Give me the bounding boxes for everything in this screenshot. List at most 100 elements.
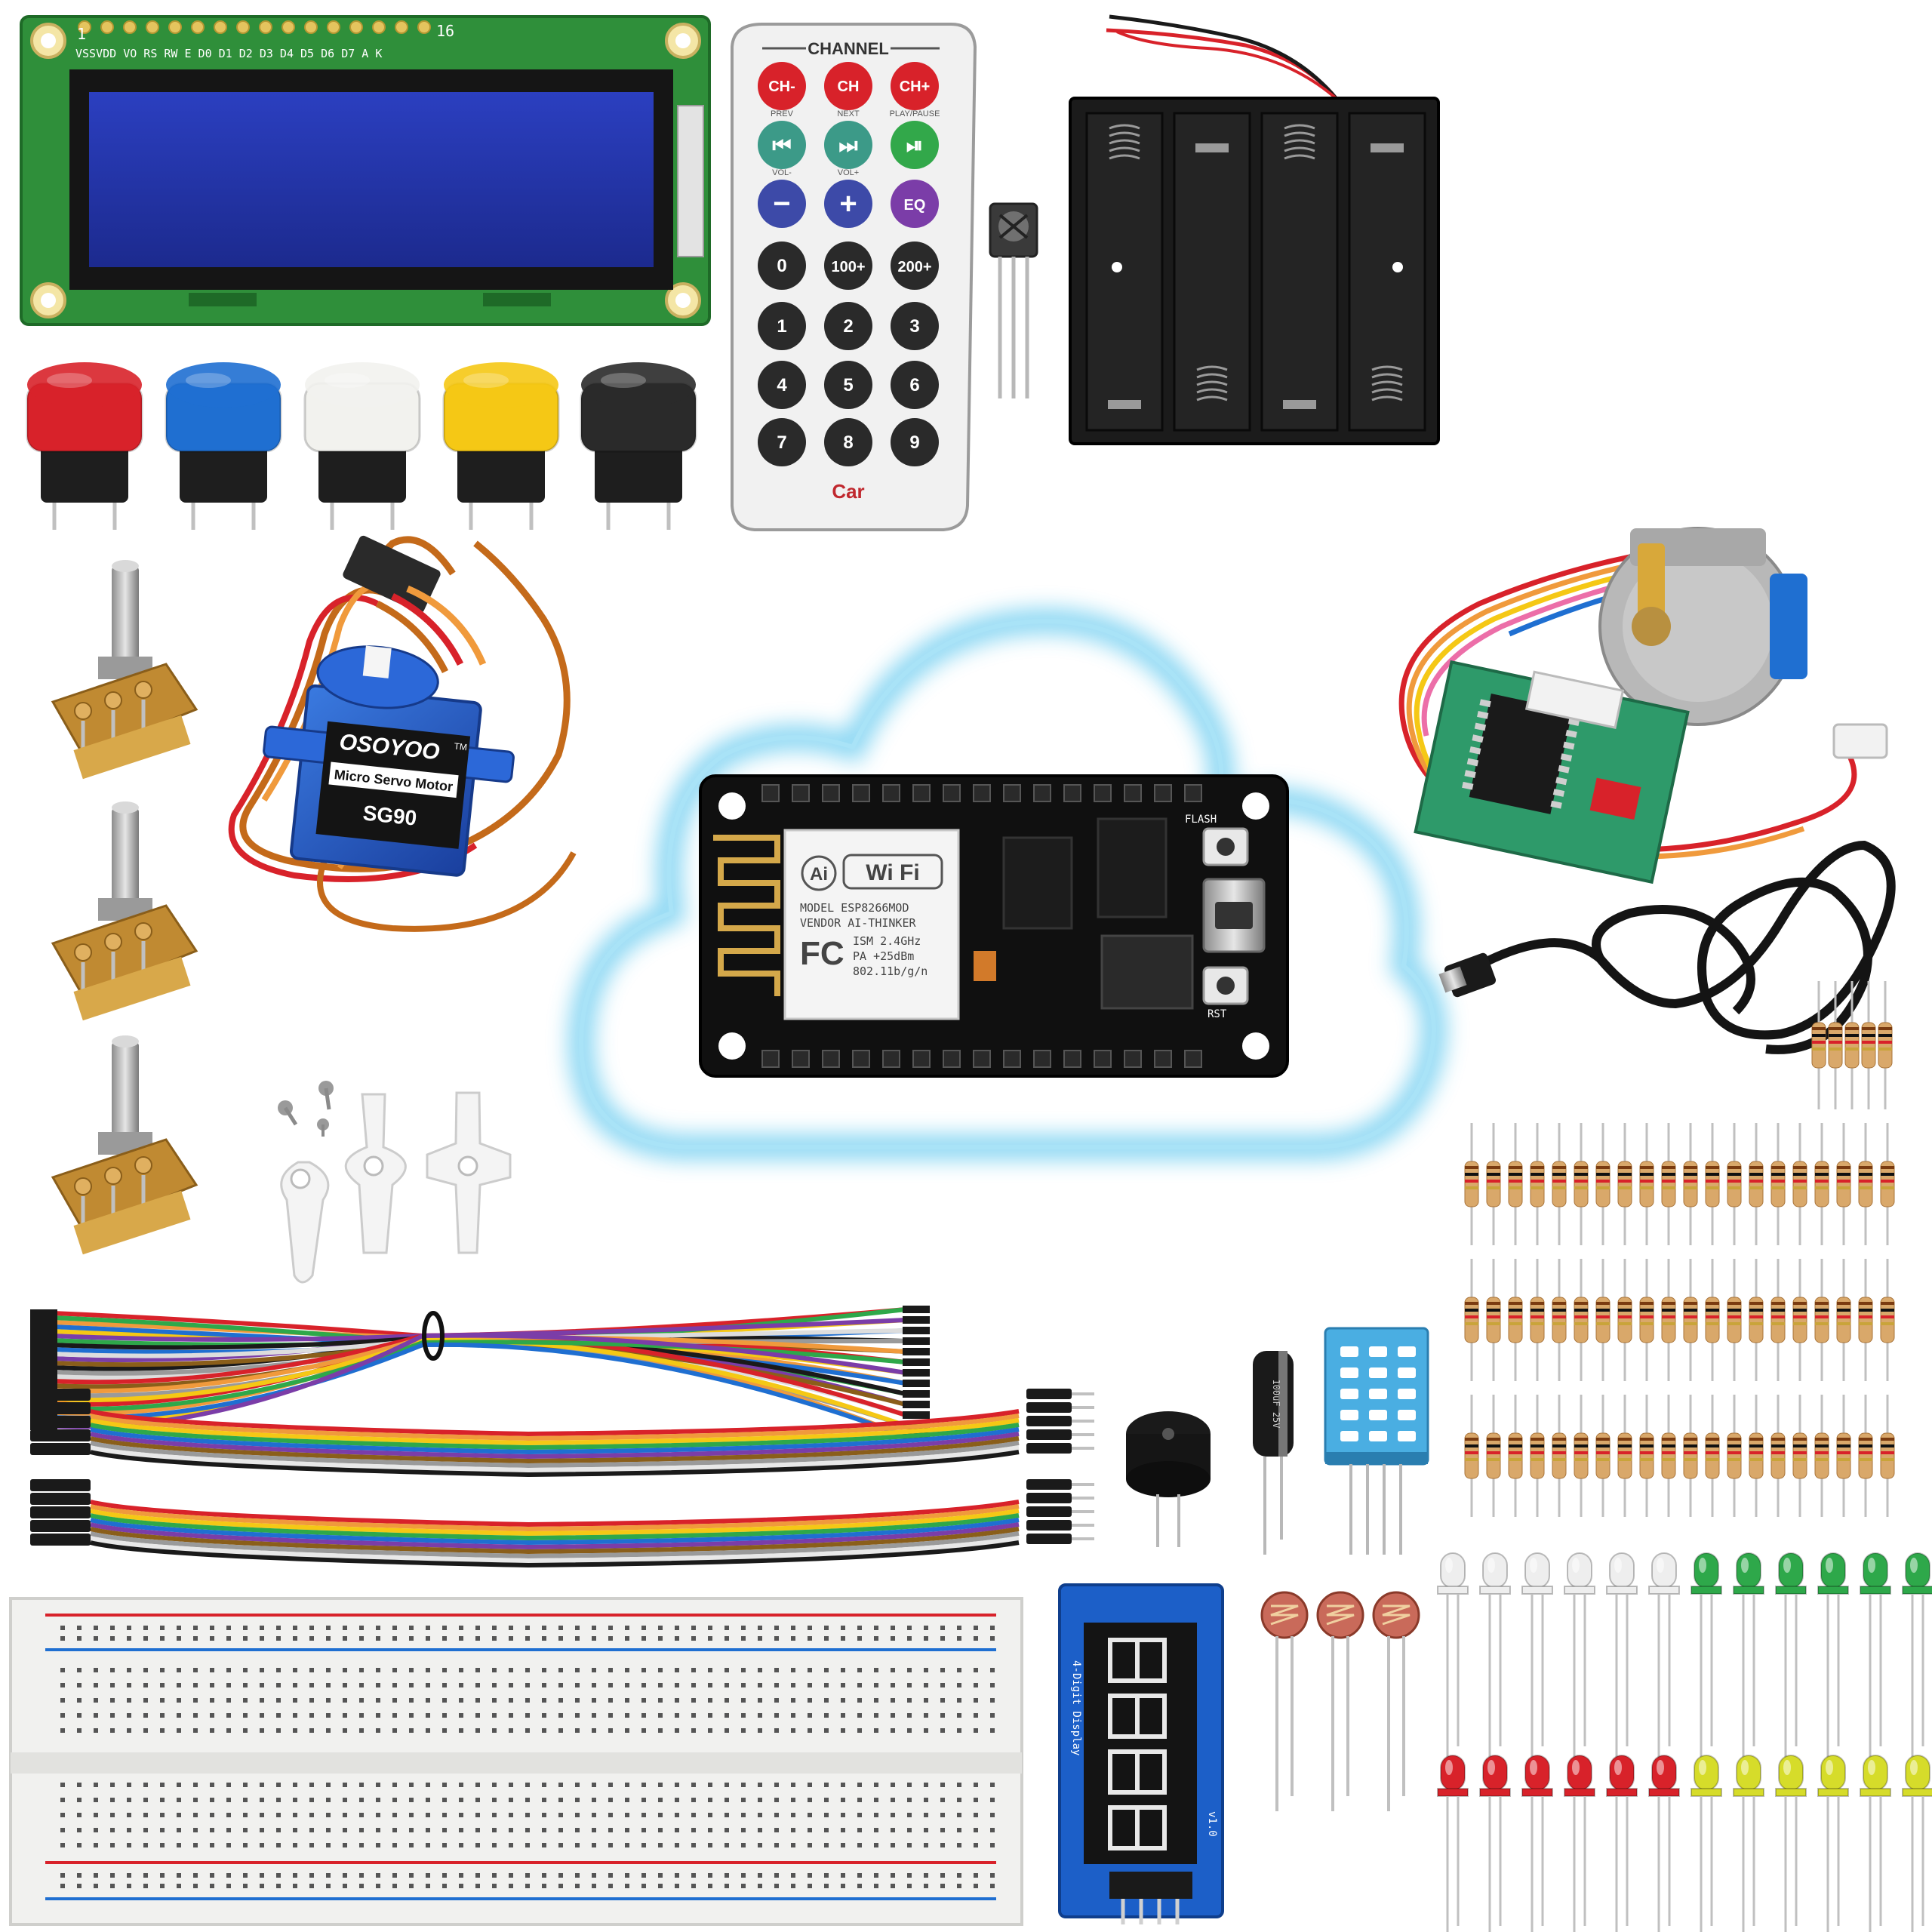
resistor	[1858, 1259, 1873, 1381]
led	[1690, 1552, 1722, 1760]
led	[1564, 1755, 1595, 1932]
lcd-pin	[78, 20, 91, 34]
resistor	[1595, 1395, 1611, 1517]
display-body	[1084, 1623, 1197, 1864]
remote-key-200plus[interactable]	[891, 242, 939, 290]
led	[1606, 1552, 1638, 1760]
remote-key-label: 1	[777, 316, 786, 337]
lcd-pin	[281, 20, 295, 34]
resistor	[1770, 1259, 1786, 1381]
led	[1521, 1552, 1553, 1760]
photoresistors	[1260, 1591, 1420, 1811]
remote-key-5[interactable]	[824, 361, 872, 409]
esp-header-pin	[1094, 784, 1112, 802]
lcd-pin	[349, 20, 363, 34]
esp-header-pin	[912, 784, 931, 802]
led	[1775, 1552, 1807, 1760]
remote-key-label: +	[839, 187, 857, 220]
resistor	[1814, 1395, 1829, 1517]
lcd-module: 1 16 VSSVDD VO RS RW E D0 D1 D2 D3 D4 D5…	[20, 15, 711, 326]
resistor	[1705, 1259, 1720, 1381]
esp-header-pin	[973, 1050, 991, 1068]
remote-key-8[interactable]	[824, 418, 872, 466]
remote-key-7[interactable]	[758, 418, 806, 466]
remote-key-1[interactable]	[758, 302, 806, 350]
remote-caption: PREV	[771, 109, 794, 118]
led	[1479, 1552, 1511, 1760]
esp-header-pin	[1063, 1050, 1081, 1068]
lcd-pin	[214, 20, 227, 34]
servo-trademark: TM	[454, 741, 468, 753]
resistor	[1880, 1123, 1895, 1245]
remote-prev-icon[interactable]	[758, 121, 806, 169]
resistor	[1814, 1123, 1829, 1245]
usb-cable	[1438, 840, 1896, 1054]
led	[1817, 1755, 1849, 1932]
resistor	[1861, 981, 1876, 1109]
remote-key-9[interactable]	[891, 418, 939, 466]
remote-play-pause-icon[interactable]	[891, 121, 939, 169]
esp-header-pin	[792, 784, 810, 802]
resistor	[1858, 1395, 1873, 1517]
resistor	[1530, 1395, 1545, 1517]
resistor	[1792, 1123, 1807, 1245]
zip-tie	[422, 1311, 445, 1361]
lcd-pin	[168, 20, 182, 34]
lcd-pin	[417, 20, 431, 34]
remote-key-ch[interactable]	[824, 62, 872, 110]
resistor	[1661, 1259, 1676, 1381]
led	[1437, 1552, 1469, 1760]
esp-header-pin	[1124, 1050, 1142, 1068]
resistor	[1508, 1123, 1523, 1245]
photoresistor	[1372, 1591, 1420, 1811]
esp-header-pin	[1033, 1050, 1051, 1068]
resistor	[1639, 1395, 1654, 1517]
resistor	[1595, 1123, 1611, 1245]
ir-receiver	[989, 202, 1038, 398]
remote-key-chminus[interactable]	[758, 62, 806, 110]
remote-key-4[interactable]	[758, 361, 806, 409]
photoresistor	[1260, 1591, 1309, 1811]
resistor	[1574, 1123, 1589, 1245]
lcd-pin	[259, 20, 272, 34]
remote-key-label: 2	[843, 316, 853, 337]
tactile-buttons	[26, 362, 697, 530]
resistor	[1705, 1395, 1720, 1517]
resistor	[1811, 981, 1826, 1109]
resistor	[1880, 1259, 1895, 1381]
resistor	[1552, 1123, 1567, 1245]
esp-header-pin	[1124, 784, 1142, 802]
remote-key-chplus[interactable]	[891, 62, 939, 110]
tactile-button	[580, 362, 697, 530]
esp-header-pin	[1184, 784, 1202, 802]
remote-key-2[interactable]	[824, 302, 872, 350]
remote-vol-up-icon[interactable]	[824, 180, 872, 228]
servo-motor: OSOYOO TM Micro Servo Motor SG90	[228, 535, 577, 932]
esp-header-pin	[1063, 784, 1081, 802]
resistor	[1836, 1259, 1851, 1381]
remote-key-6[interactable]	[891, 361, 939, 409]
resistor	[1683, 1395, 1698, 1517]
lcd-pin	[395, 20, 408, 34]
remote-key-100plus[interactable]	[824, 242, 872, 290]
remote-vol-down-icon[interactable]	[758, 180, 806, 228]
ribbon-cable	[30, 1389, 1094, 1478]
remote-key-3[interactable]	[891, 302, 939, 350]
ribbon-cable	[30, 1479, 1094, 1568]
remote-key-eq[interactable]	[891, 180, 939, 228]
resistor	[1639, 1259, 1654, 1381]
stepper-cable-connector	[1832, 723, 1888, 759]
esp-header-pin	[1094, 1050, 1112, 1068]
esp-header-pin	[1003, 1050, 1021, 1068]
remote-key-glyph: ⏯	[906, 134, 923, 157]
esp-spec-line2: PA +25dBm	[853, 949, 914, 963]
led	[1521, 1755, 1553, 1932]
remote-caption: NEXT	[837, 109, 860, 118]
remote-key-label: −	[773, 187, 790, 220]
remote-next-icon[interactable]	[824, 121, 872, 169]
esp-header-pin	[882, 1050, 900, 1068]
electrolytic-capacitor: 100uF 25V	[1253, 1351, 1294, 1555]
remote-key-0[interactable]	[758, 242, 806, 290]
lcd-screen	[89, 92, 654, 267]
battery-slot	[1173, 112, 1251, 432]
